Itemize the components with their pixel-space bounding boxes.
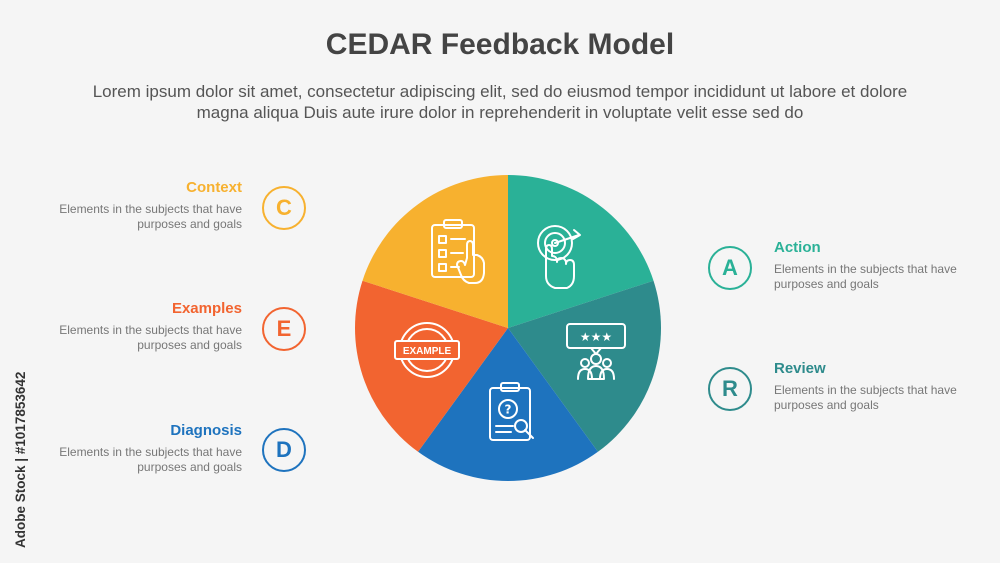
diagnosis-badge: D	[262, 428, 306, 472]
context-segment	[362, 175, 508, 328]
badge-letter: D	[276, 437, 292, 462]
clipboard-search-icon: ?	[489, 382, 534, 441]
example-stamp-icon: EXAMPLE	[394, 322, 460, 378]
item-title: Diagnosis	[170, 422, 242, 439]
stock-watermark: Adobe Stock | #1017853642	[8, 320, 32, 550]
examples-badge: E	[262, 307, 306, 351]
item-context: Context Elements in the subjects that ha…	[40, 178, 242, 232]
review-badge: R	[708, 367, 752, 411]
item-diagnosis: Diagnosis Elements in the subjects that …	[40, 421, 242, 475]
rating-review-icon: ★★★	[566, 323, 626, 380]
badge-letter: C	[276, 195, 292, 220]
page-subtitle: Lorem ipsum dolor sit amet, consectetur …	[92, 82, 908, 122]
item-action: Action Elements in the subjects that hav…	[774, 238, 974, 292]
item-examples: Examples Elements in the subjects that h…	[40, 299, 242, 353]
svg-text:Adobe Stock | #1017853642: Adobe Stock | #1017853642	[13, 372, 28, 548]
action-badge: A	[708, 246, 752, 290]
context-badge: C	[262, 186, 306, 230]
item-review: Review Elements in the subjects that hav…	[774, 359, 974, 413]
item-description: Elements in the subjects that have purpo…	[59, 202, 242, 231]
item-description: Elements in the subjects that have purpo…	[59, 323, 242, 352]
examples-segment	[355, 280, 508, 452]
diagnosis-segment	[418, 328, 598, 481]
svg-text:★★★: ★★★	[580, 330, 612, 344]
svg-text:EXAMPLE: EXAMPLE	[403, 346, 452, 357]
page-title: CEDAR Feedback Model	[325, 28, 675, 61]
cedar-pie-diagram: ★★★ ? EXAMPLE	[355, 175, 661, 481]
item-title: Action	[774, 239, 821, 256]
item-description: Elements in the subjects that have purpo…	[59, 445, 242, 474]
target-click-icon	[537, 225, 581, 289]
badge-letter: E	[276, 316, 292, 341]
item-description: Elements in the subjects that have purpo…	[774, 262, 957, 291]
badge-letter: A	[722, 255, 738, 280]
item-title: Examples	[171, 300, 242, 317]
item-description: Elements in the subjects that have purpo…	[774, 383, 957, 412]
badge-letter: R	[722, 376, 738, 401]
clipboard-checklist-icon	[431, 219, 485, 284]
item-title: Context	[186, 179, 242, 196]
svg-text:?: ?	[505, 403, 512, 417]
action-segment	[508, 175, 654, 328]
item-title: Review	[774, 360, 826, 377]
